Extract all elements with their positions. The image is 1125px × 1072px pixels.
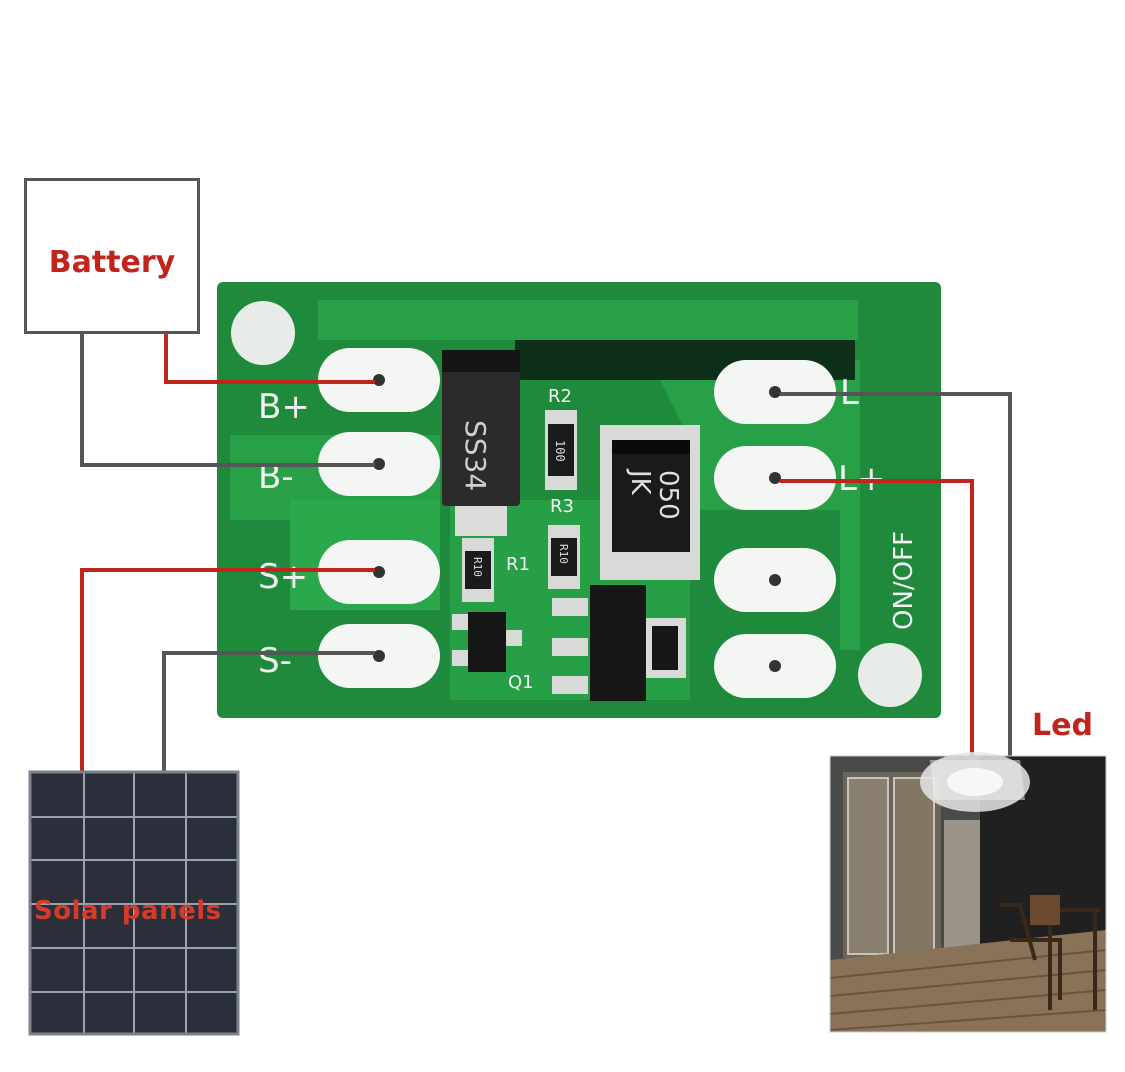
r2-value: 100: [553, 440, 567, 462]
r3-label: R3: [550, 496, 574, 517]
battery-label: Battery: [48, 245, 176, 280]
wire-battery-plus: [164, 334, 375, 384]
solar-panels-label: Solar panels: [34, 896, 222, 926]
resistor-r1: R10: [462, 538, 494, 602]
wires: [80, 334, 1012, 772]
diode-label: SS34: [459, 420, 492, 491]
r2-label: R2: [548, 386, 572, 407]
pin-label-b-plus: B+: [258, 387, 310, 427]
ic-label-line1: JK: [625, 468, 655, 496]
r1-label: R1: [506, 554, 530, 575]
pin-label-on-off: ON/OFF: [889, 531, 919, 630]
transistor-q1: [452, 612, 522, 672]
diode-ss34: SS34: [442, 350, 520, 536]
ic-label-line2: 050: [653, 470, 683, 520]
led-label: Led: [1032, 708, 1093, 743]
wire-led-plus: [780, 479, 974, 758]
resistor-r3: R10: [548, 525, 580, 589]
wire-battery-minus: [80, 334, 375, 467]
ic-jk050: JK 050: [600, 425, 700, 580]
wire-solar-plus: [80, 568, 375, 772]
pin-label-s-minus: S-: [258, 641, 292, 681]
left-pads: [318, 348, 440, 688]
battery-box: Battery: [24, 178, 200, 334]
led-light-photo: [829, 752, 1107, 1033]
r3-value: R10: [557, 544, 570, 564]
r1-value: R10: [471, 557, 484, 577]
resistor-r2: 100: [545, 410, 577, 490]
solar-panel: [28, 770, 240, 1036]
mosfet: [552, 585, 686, 701]
wire-solar-minus: [162, 651, 375, 772]
mounting-hole-bottom-right: [858, 643, 922, 707]
q1-label: Q1: [508, 672, 534, 693]
wire-led-minus: [780, 392, 1012, 758]
pin-label-s-plus: S+: [258, 557, 308, 597]
mounting-hole-top-left: [231, 301, 295, 365]
